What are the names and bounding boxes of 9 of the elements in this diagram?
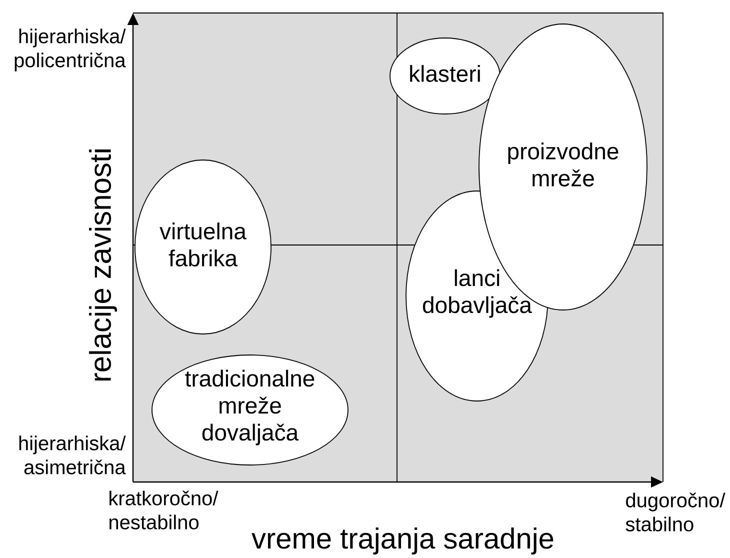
axis-title: vreme trajanja saradnje: [252, 528, 554, 555]
ellipse-node: tradicionalne mreže dovaljača: [152, 354, 348, 466]
ellipse-node: klasteri: [390, 38, 500, 114]
axis-title: relacije zavisnosti: [89, 150, 117, 381]
axis-end-label: hijerarhiska/ asimetrična: [19, 436, 126, 474]
axis-end-label: hijerarhiska/ policentrična: [14, 28, 126, 72]
axis-end-label: kratkoročno/ nestabilno: [110, 490, 218, 530]
ellipse-node: virtuelna fabrika: [134, 160, 272, 334]
axis-end-label: dugoročno/ stabilno: [626, 492, 726, 532]
